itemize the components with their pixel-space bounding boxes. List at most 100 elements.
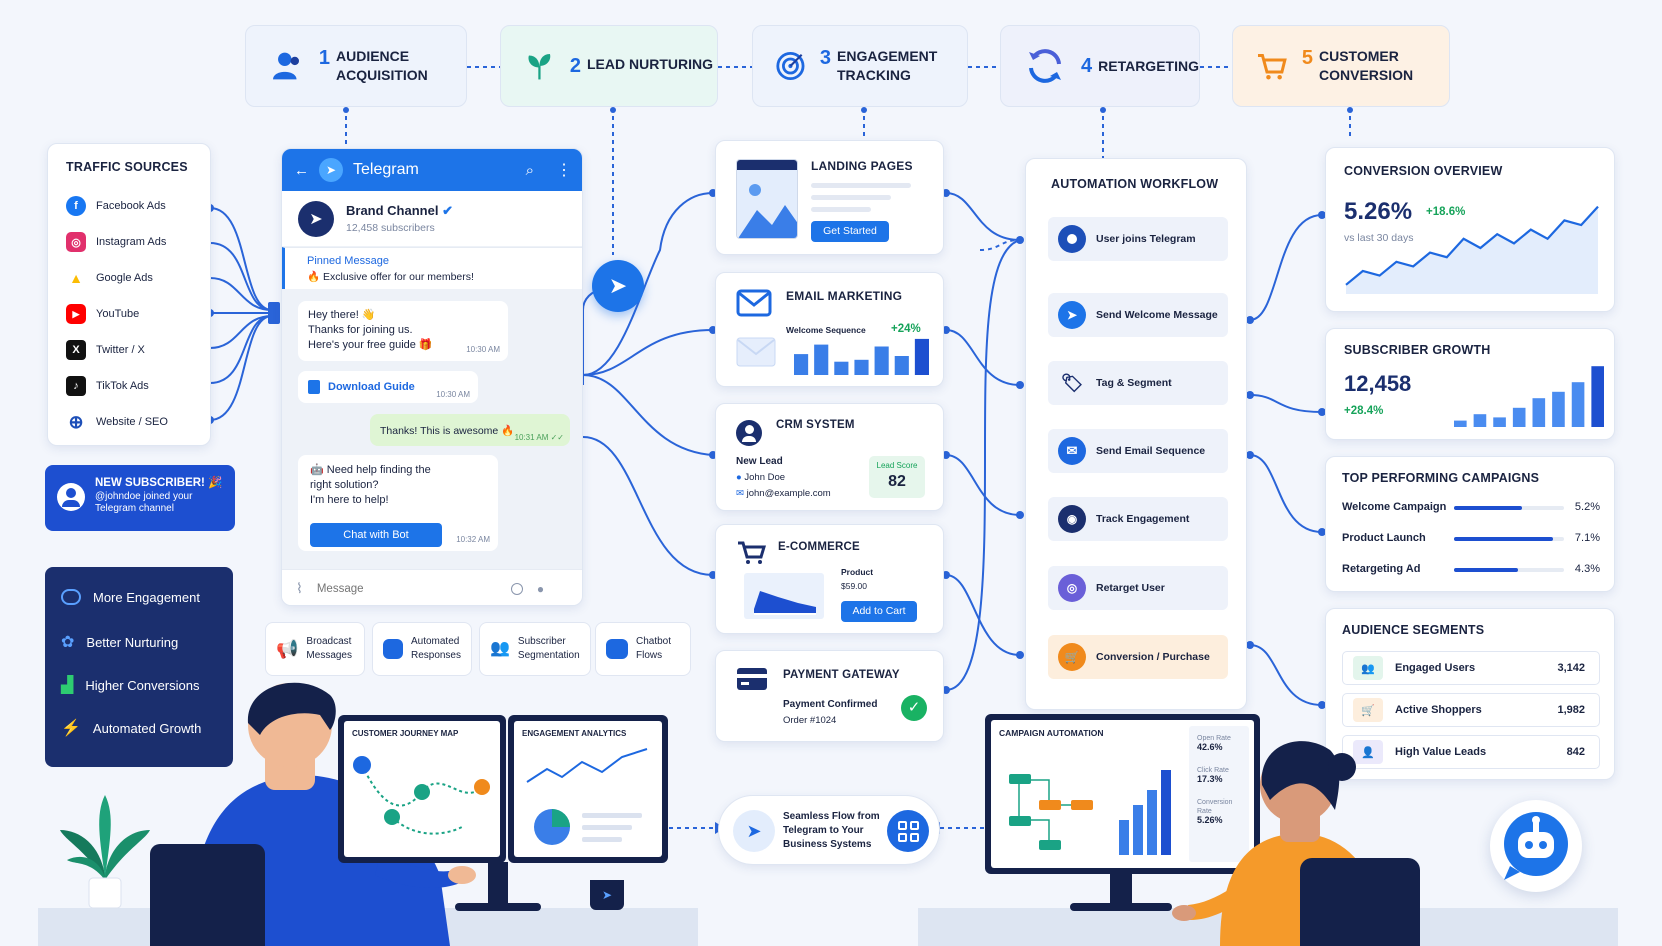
cart-icon [1257,54,1287,80]
bar [1532,398,1546,427]
back-arrow-icon[interactable]: ← [294,161,309,179]
segment-label: Active Shoppers [1395,704,1482,716]
campaign-value: 5.2% [1574,501,1600,513]
google-ads-icon: ▲ [66,268,86,288]
message-time: 10:31 AM ✓✓ [514,433,564,442]
traffic-item-website[interactable]: ⊕Website / SEO [66,412,168,432]
get-started-button[interactable]: Get Started [811,221,889,242]
workflow-step-email[interactable]: ✉Send Email Sequence [1048,429,1228,473]
telegram-icon: ➤ [733,810,775,852]
message-input[interactable] [316,582,497,595]
benefit-label: Automated Growth [92,720,202,736]
channel-name: Brand Channel [346,203,439,218]
conversion-value: 5.26% [1344,198,1413,225]
traffic-item-tiktok[interactable]: ♪TikTok Ads [66,376,149,396]
metric-value: 5.26% [1197,815,1223,825]
message-line: I'm here to help! [310,494,389,506]
apps-grid-icon [887,810,929,852]
channel-header[interactable]: ➤ Brand Channel ✔12,458 subscribers [282,191,582,246]
group-icon: 👥 [490,640,510,657]
telegram-header: ← ➤ Telegram ⌕ ⋮ [282,149,582,191]
traffic-item-google[interactable]: ▲Google Ads [66,268,153,288]
traffic-item-label: Website / SEO [96,416,168,428]
growth-value: 12,458 [1344,371,1412,396]
campaign-value: 7.1% [1574,532,1600,544]
plant-icon [60,795,150,909]
download-guide-link[interactable]: Download Guide 10:30 AM [298,371,478,403]
bar-chart-icon: ▟ [61,677,74,694]
traffic-item-instagram[interactable]: ◎Instagram Ads [66,232,166,252]
add-to-cart-button[interactable]: Add to Cart [841,601,917,622]
notification-line1: @johndoe joined your [95,491,193,502]
growth-delta: +28.4% [1344,405,1384,417]
new-subscriber-notification[interactable]: NEW SUBSCRIBER! 🎉 @johndoe joined your T… [45,465,235,531]
telegram-logo-icon: ➤ [319,158,343,182]
notification-title: NEW SUBSCRIBER! 🎉 [95,477,223,489]
chat-icon [61,589,81,605]
message-line: 🤖 Need help finding the [310,464,431,476]
message-bubble: Hey there! 👋Thanks for joining us.Here's… [298,301,508,361]
traffic-item-label: YouTube [96,308,140,320]
monitor-base [455,903,541,911]
more-icon[interactable]: ⋮ [556,162,572,179]
bar [1493,417,1506,427]
mic-icon[interactable]: ● [536,581,545,596]
monitor-title: CUSTOMER JOURNEY MAP [352,729,459,738]
workflow-step-join[interactable]: User joins Telegram [1048,217,1228,261]
bar [1512,407,1526,427]
workflow-step-tag[interactable]: 🏷 Tag & Segment [1048,361,1228,405]
search-icon[interactable]: ⌕ [525,161,534,179]
message-time: 10:30 AM [436,390,470,399]
workflow-step-label: Send Email Sequence [1096,445,1206,457]
person-icon: ● [736,472,742,483]
bar [874,346,889,375]
workflow-step-conversion[interactable]: 🛒Conversion / Purchase [1048,635,1228,679]
workflow-step-label: Send Welcome Message [1096,309,1218,321]
bar [1454,420,1467,427]
sprout-icon: ✿ [61,634,75,651]
lead-email: john@example.com [746,488,831,499]
contact-avatar-icon [736,420,762,446]
chat-with-bot-button[interactable]: Chat with Bot [310,523,442,547]
message-input-bar: ⌇ ● [282,569,582,605]
app-title: Telegram [353,161,419,178]
attach-icon[interactable]: ⌇ [296,580,303,596]
workflow-step-welcome[interactable]: ➤Send Welcome Message [1048,293,1228,337]
stage-number: 4 [1081,54,1093,77]
chatbot-bubble[interactable] [1490,800,1582,892]
check-icon: ✓ [901,695,927,721]
traffic-item-youtube[interactable]: ▶YouTube [66,304,139,324]
monitor-title: CAMPAIGN AUTOMATION [999,728,1104,738]
email-bar-chart [794,338,929,375]
benefit-label: More Engagement [93,589,200,605]
traffic-item-label: TikTok Ads [96,380,149,392]
landing-pages-card: LANDING PAGES Get Started [715,140,944,255]
segment-label: Engaged Users [1395,662,1476,674]
campaign-label: Product Launch [1342,532,1426,544]
tag-icon: 🏷 [1060,372,1084,393]
workflow-step-label: Retarget User [1096,582,1165,594]
pinned-message[interactable]: Pinned Message 🔥 Exclusive offer for our… [282,247,582,289]
emoji-icon[interactable] [510,582,523,595]
workflow-step-track[interactable]: ◉Track Engagement [1048,497,1228,541]
target-icon [776,51,805,81]
benefit-item: ✿Better Nurturing [61,632,178,652]
office-chair [1300,858,1420,946]
workflow-step-label: Conversion / Purchase [1096,651,1210,663]
workflow-step-label: Tag & Segment [1096,377,1172,389]
email-icon [736,289,772,317]
workflow-step-retarget[interactable]: ◎Retarget User [1048,566,1228,610]
